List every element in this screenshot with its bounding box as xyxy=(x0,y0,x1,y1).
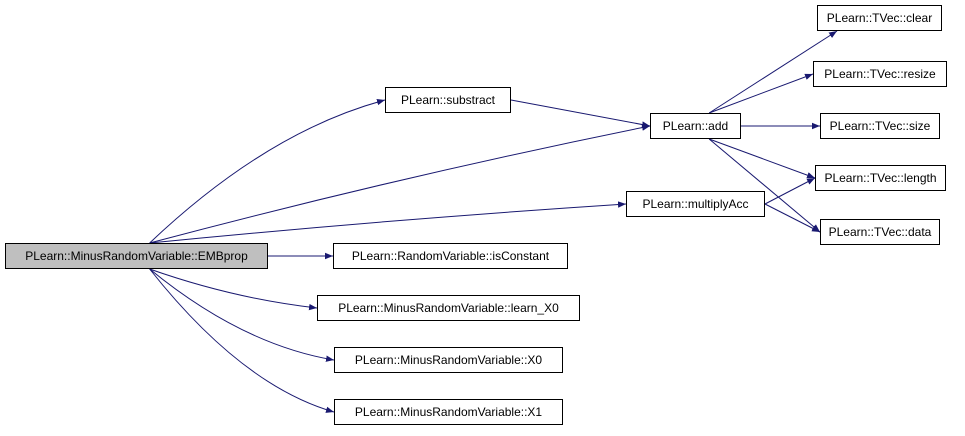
node-emb-prop[interactable]: PLearn::MinusRandomVariable::EMBprop xyxy=(5,243,268,269)
node-tvec-size[interactable]: PLearn::TVec::size xyxy=(820,113,940,139)
edge-emb-to-x0 xyxy=(149,268,335,362)
node-multiply-acc[interactable]: PLearn::multiplyAcc xyxy=(626,191,765,217)
node-learn-x0[interactable]: PLearn::MinusRandomVariable::learn_X0 xyxy=(317,295,580,321)
node-x0[interactable]: PLearn::MinusRandomVariable::X0 xyxy=(334,347,563,373)
edge-sub-to-add xyxy=(510,99,651,128)
edge-emb-to-sub xyxy=(149,98,386,244)
node-tvec-clear[interactable]: PLearn::TVec::clear xyxy=(817,5,942,31)
edge-add-to-resize xyxy=(708,73,814,114)
node-substract[interactable]: PLearn::substract xyxy=(385,87,511,113)
edge-macc-to-data xyxy=(764,203,821,233)
node-add[interactable]: PLearn::add xyxy=(650,113,741,139)
edge-add-to-length xyxy=(708,138,816,179)
edge-emb-to-x1 xyxy=(149,268,335,413)
edge-add-to-data xyxy=(708,138,821,233)
edge-emb-to-macc xyxy=(149,201,627,244)
edge-emb-to-add xyxy=(149,124,651,244)
node-x1[interactable]: PLearn::MinusRandomVariable::X1 xyxy=(334,399,563,425)
node-tvec-data[interactable]: PLearn::TVec::data xyxy=(820,219,940,245)
edge-emb-to-lx0 xyxy=(149,268,318,311)
edge-macc-to-length xyxy=(764,177,816,205)
node-tvec-length[interactable]: PLearn::TVec::length xyxy=(815,165,946,191)
node-is-constant[interactable]: PLearn::RandomVariable::isConstant xyxy=(333,243,568,269)
node-tvec-resize[interactable]: PLearn::TVec::resize xyxy=(813,61,947,87)
edge-add-to-clear xyxy=(708,30,838,114)
